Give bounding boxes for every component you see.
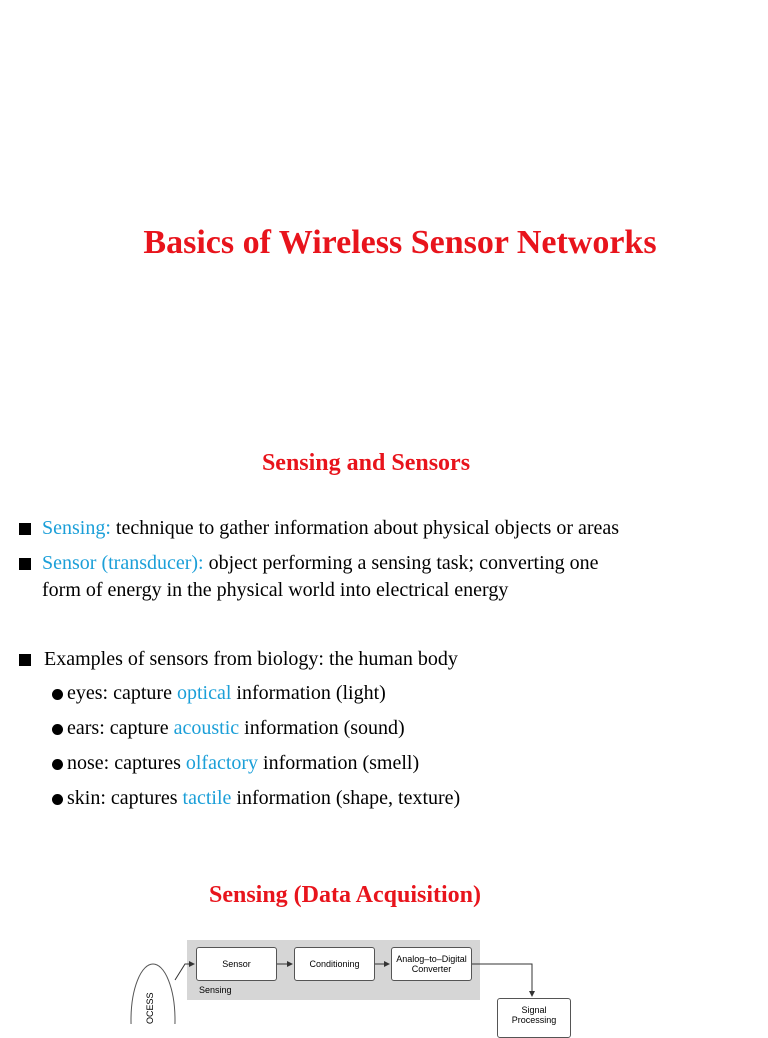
sensor-box: Sensor: [196, 947, 277, 981]
sub-bullet-text: nose: captures: [67, 752, 186, 774]
sub-bullet-text: ears: capture: [67, 717, 174, 739]
page-title: Basics of Wireless Sensor Networks: [143, 224, 657, 261]
bullet-marker: [19, 557, 31, 575]
bullet-sensor: Sensor (transducer): object performing a…: [42, 550, 599, 576]
sub-bullet-highlight: olfactory: [185, 752, 259, 774]
signal-label-line2: Processing: [511, 1015, 557, 1025]
term-sensing: Sensing:: [42, 517, 111, 539]
sub-bullet-text: information (shape, texture): [231, 787, 461, 809]
square-bullet-icon: [19, 558, 31, 570]
sensing-group-label: Sensing: [199, 985, 232, 995]
sub-bullet-ears: ears: capture acoustic information (soun…: [67, 715, 405, 741]
dot-bullet-icon: [52, 687, 63, 705]
signal-label-line1: Signal: [521, 1005, 547, 1015]
sub-bullet-text: skin: captures: [67, 787, 183, 809]
sub-bullet-nose: nose: captures olfactory information (sm…: [67, 750, 419, 776]
sub-bullet-skin: skin: captures tactile information (shap…: [67, 785, 460, 811]
section-title-data-acquisition: Sensing (Data Acquisition): [208, 882, 482, 908]
conditioning-box: Conditioning: [294, 947, 375, 981]
sub-bullet-text: information (sound): [239, 717, 405, 739]
bullet-marker: [19, 522, 31, 540]
bullet-continuation: form of energy in the physical world int…: [42, 579, 509, 601]
sub-bullet-text: eyes: capture: [67, 682, 177, 704]
square-bullet-icon: [19, 654, 31, 666]
sub-bullet-text: information (light): [231, 682, 386, 704]
adc-box: Analog–to–Digital Converter: [391, 947, 472, 981]
sub-bullet-eyes: eyes: capture optical information (light…: [67, 680, 386, 706]
bullet-text: object performing a sensing task; conver…: [203, 552, 599, 574]
process-label: OCESS: [145, 992, 155, 1024]
sub-bullet-text: information (smell): [258, 752, 420, 774]
dot-bullet-icon: [52, 757, 63, 775]
diagram-arrows: [174, 961, 535, 997]
process-ellipse: [130, 963, 176, 1024]
adc-label-line2: Converter: [411, 964, 452, 974]
section-title: Sensing and Sensors: [261, 450, 471, 476]
sub-bullet-highlight: acoustic: [173, 717, 240, 739]
bullet-examples: Examples of sensors from biology: the hu…: [44, 648, 458, 670]
adc-label-line1: Analog–to–Digital: [396, 954, 467, 964]
bullet-text: technique to gather information about ph…: [110, 517, 620, 539]
dot-bullet-icon: [52, 722, 63, 740]
sub-bullet-highlight: tactile: [182, 787, 232, 809]
square-bullet-icon: [19, 523, 31, 535]
dot-bullet-icon: [52, 792, 63, 810]
signal-processing-box: Signal Processing: [497, 998, 571, 1038]
term-sensor: Sensor (transducer):: [42, 552, 204, 574]
bullet-sensing: Sensing: technique to gather information…: [42, 515, 619, 541]
bullet-marker: [19, 653, 31, 671]
sub-bullet-highlight: optical: [176, 682, 232, 704]
